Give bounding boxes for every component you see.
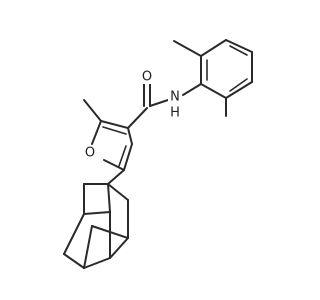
atom-label-furan-oxygen: O — [82, 145, 98, 161]
bond — [83, 225, 93, 269]
bond — [225, 39, 253, 53]
bond — [63, 253, 85, 269]
furan-adamantyl-bond — [107, 169, 125, 185]
adamantane-cage — [63, 183, 129, 269]
bond — [103, 159, 125, 171]
bond — [107, 183, 111, 213]
aromatic-double-bond — [229, 45, 248, 56]
furan-oxygen-label: O — [85, 146, 95, 161]
bond — [123, 143, 133, 171]
furan-double-bond — [102, 126, 127, 135]
bond — [200, 39, 227, 57]
furan-ring — [91, 120, 133, 171]
atom-label-amide-nitrogen: N H — [168, 90, 182, 121]
nitrogen-carbonyl-bond — [149, 99, 169, 107]
bond — [225, 81, 253, 99]
furan-methyl-bond — [83, 99, 102, 122]
bond — [127, 127, 133, 145]
bond — [83, 257, 111, 269]
furan-double-bond — [118, 145, 127, 167]
aromatic-double-bond — [229, 78, 248, 92]
bond — [109, 237, 129, 259]
bond — [100, 120, 129, 129]
amide-hydrogen-label: H — [170, 106, 180, 121]
atom-label-carbonyl-oxygen: O — [140, 70, 154, 85]
aryl-nitrogen-bond — [182, 83, 202, 96]
bond — [200, 83, 227, 99]
bond — [91, 120, 102, 145]
structure-diagram: O N H O — [63, 39, 253, 269]
molecule-canvas: O N H O — [63, 39, 253, 269]
bond — [83, 211, 111, 215]
bond — [91, 225, 129, 239]
carbonyl-furan-bond — [127, 107, 148, 129]
bond — [63, 213, 85, 255]
methyl-bond-top — [173, 40, 202, 57]
dimethylphenyl-ring — [200, 39, 253, 99]
amide-nitrogen-label: N — [170, 90, 180, 105]
bond — [107, 183, 129, 201]
carbonyl-oxygen-label: O — [142, 70, 152, 85]
